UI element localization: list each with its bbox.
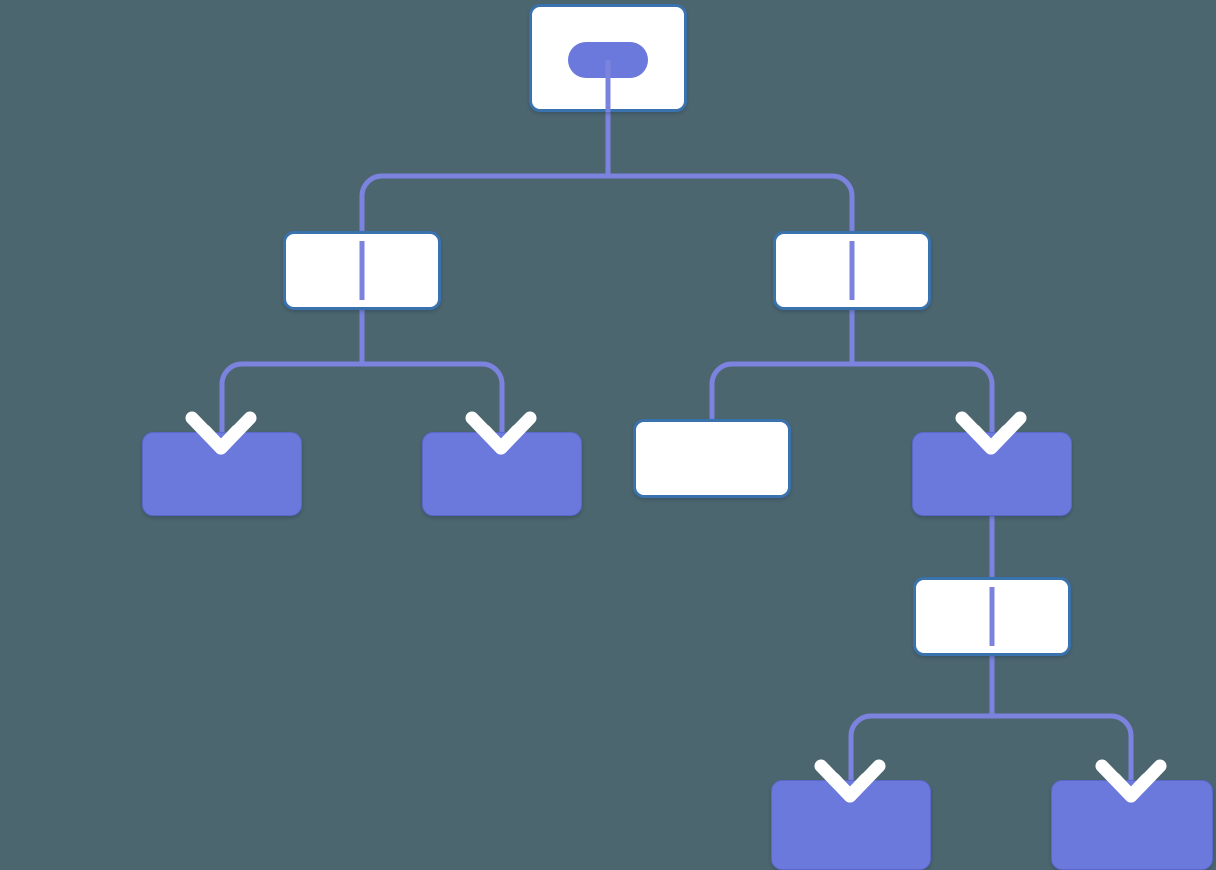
root-pill-icon <box>568 42 648 78</box>
node-leaf-4[interactable] <box>771 780 931 870</box>
node-plain-right[interactable] <box>633 419 791 498</box>
edge-n3-n6-drop <box>709 361 733 419</box>
node-leaf-5[interactable] <box>1051 780 1213 870</box>
node-right-branch[interactable] <box>773 231 931 310</box>
edge-n3-n7-drop <box>971 361 995 432</box>
edge-n2-n4-drop <box>219 361 243 432</box>
edge-n8-n10-drop <box>1110 713 1134 780</box>
node-leaf-3[interactable] <box>912 432 1072 516</box>
edge-n8-n9-drop <box>848 713 872 780</box>
node-leaf-2[interactable] <box>422 432 582 516</box>
node-root[interactable] <box>529 4 687 112</box>
node-leaf-1[interactable] <box>142 432 302 516</box>
node-left-branch[interactable] <box>283 231 441 310</box>
edge-n2-n5-drop <box>481 361 505 432</box>
node-sub-branch[interactable] <box>913 577 1071 656</box>
